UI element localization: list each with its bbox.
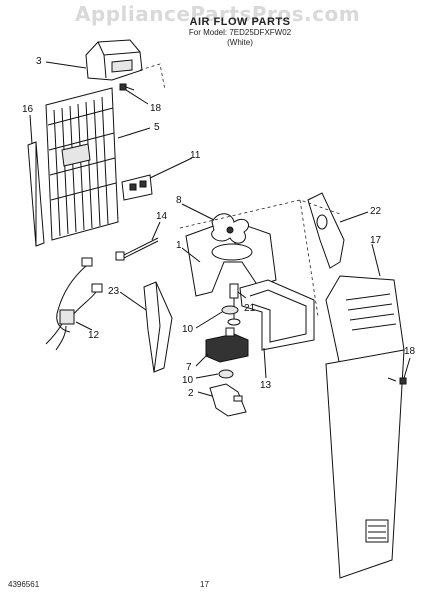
part-8-fan-blade <box>211 213 249 244</box>
callout-2: 2 <box>188 388 194 399</box>
part-16-strip <box>27 141 45 247</box>
callout-18-lower: 18 <box>404 346 416 357</box>
part-18-screw-lower <box>387 377 407 385</box>
part-18-screw-upper <box>119 83 135 91</box>
callout-12: 12 <box>88 330 100 341</box>
callout-3: 3 <box>36 56 42 67</box>
callout-23: 23 <box>108 286 120 297</box>
part-13-gasket <box>239 279 315 351</box>
page-number: 17 <box>200 580 209 589</box>
part-23-panel <box>143 281 173 373</box>
part-7-motor <box>205 327 249 363</box>
part-2-bracket <box>209 383 247 417</box>
part-17-cover <box>325 275 405 579</box>
part-1-fan-housing <box>185 219 277 297</box>
callout-16: 16 <box>22 104 34 115</box>
model-line: For Model: 7ED25DFXFW02 <box>188 28 292 37</box>
callout-8: 8 <box>176 195 182 206</box>
callout-13: 13 <box>260 380 272 391</box>
callout-5: 5 <box>154 122 160 133</box>
part-12-harness <box>45 257 103 351</box>
callout-14: 14 <box>156 211 168 222</box>
leader-lines <box>29 61 411 397</box>
part-10-grommet-lower <box>218 369 234 379</box>
part-3-duct <box>85 39 143 81</box>
part-14-heater <box>115 237 159 261</box>
callout-7: 7 <box>186 362 192 373</box>
color-line: (White) <box>227 38 253 47</box>
callout-21: 21 <box>244 303 256 314</box>
part-5-grille <box>45 87 119 241</box>
callout-22: 22 <box>370 206 382 217</box>
watermark: AppliancePartsPros.com <box>74 2 361 26</box>
part-21-mount <box>227 283 241 326</box>
callout-17: 17 <box>370 235 382 246</box>
part-11-bracket <box>121 174 153 201</box>
callout-18-upper: 18 <box>150 103 162 114</box>
callout-1: 1 <box>176 240 182 251</box>
part-10-grommet-upper <box>221 305 239 315</box>
callout-10-upper: 10 <box>182 324 194 335</box>
callout-10-lower: 10 <box>182 375 194 386</box>
part-22-duct <box>307 192 345 269</box>
diagram-title: AIR FLOW PARTS <box>189 16 291 28</box>
doc-number: 4396561 <box>8 580 40 589</box>
callout-11: 11 <box>190 150 201 161</box>
